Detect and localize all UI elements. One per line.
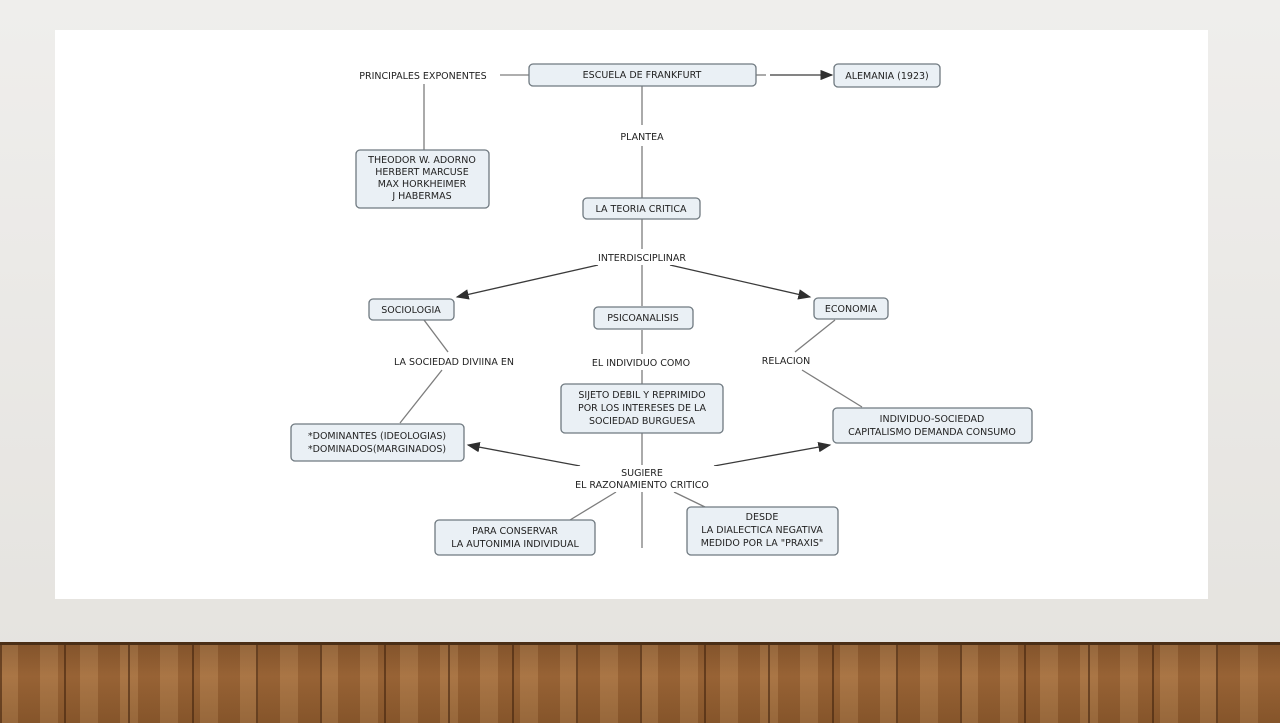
node-desde: DESDE LA DIALECTICA NEGATIVA MEDIDO POR … [686,506,839,556]
relacion-label: RELACION [762,356,810,367]
node-escuela-frankfurt: ESCUELA DE FRANKFURT [528,63,757,87]
conservar-line-1: PARA CONSERVAR [472,526,558,537]
individuo-sociedad-line-2: CAPITALISMO DEMANDA CONSUMO [848,427,1016,438]
node-sujeto: SIJETO DEBIL Y REPRIMIDO POR LOS INTERES… [560,383,724,434]
economia-text: ECONOMIA [825,304,878,315]
link-labels: PRINCIPALES EXPONENTES PLANTEA INTERDISC… [346,67,818,492]
link-label-individuo [801,369,863,408]
psicoanalisis-text: PSICOANALISIS [607,313,679,324]
link-sugiere-desde [673,491,706,508]
exponente-horkheimer: MAX HORKHEIMER [378,179,467,190]
sujeto-line-1: SIJETO DEBIL Y REPRIMIDO [578,390,705,401]
principales-exponentes-label: PRINCIPALES EXPONENTES [359,71,486,82]
dominantes-line-2: *DOMINADOS(MARGINADOS) [308,444,446,455]
teoria-critica-text: LA TEORIA CRITICA [595,204,687,215]
exponente-marcuse: HERBERT MARCUSE [375,167,468,178]
sociedad-label: LA SOCIEDAD DIVIINA EN [394,357,514,368]
node-psicoanalisis: PSICOANALISIS [593,306,694,330]
desde-line-3: MEDIDO POR LA "PRAXIS" [701,538,824,549]
connectors [399,69,863,548]
node-conservar: PARA CONSERVAR LA AUTONIMIA INDIVIDUAL [434,519,596,556]
node-individuo-sociedad: INDIVIDUO-SOCIEDAD CAPITALISMO DEMANDA C… [832,407,1033,444]
individuo-label: EL INDIVIDUO COMO [592,358,690,369]
link-label-dominantes [399,369,443,424]
individuo-sociedad-line-1: INDIVIDUO-SOCIEDAD [880,414,985,425]
sociologia-text: SOCIOLOGIA [381,305,441,316]
exponente-adorno: THEODOR W. ADORNO [367,155,476,166]
link-sociologia-label [423,319,449,353]
interdisciplinar-label: INTERDISCIPLINAR [598,253,686,264]
desde-line-1: DESDE [746,512,779,523]
link-economia-label [794,319,836,353]
sujeto-line-3: SOCIEDAD BURGUESA [589,416,696,427]
arrow-economia [669,264,812,300]
escuela-frankfurt-text: ESCUELA DE FRANKFURT [583,70,702,81]
arrow-dominantes [466,442,581,467]
arrow-individuo-sociedad [713,441,832,467]
node-exponentes: THEODOR W. ADORNO HERBERT MARCUSE MAX HO… [355,149,490,209]
plantea-label: PLANTEA [620,132,664,143]
exponente-habermas: J HABERMAS [391,191,451,202]
node-teoria-critica: LA TEORIA CRITICA [582,197,701,220]
node-sociologia: SOCIOLOGIA [368,298,455,321]
desde-line-2: LA DIALECTICA NEGATIVA [701,525,823,536]
link-sugiere-conservar [569,491,617,521]
sugiere-line-2: EL RAZONAMIENTO CRITICO [575,480,709,491]
conservar-line-2: LA AUTONIMIA INDIVIDUAL [451,539,579,550]
sugiere-line-1: SUGIERE [621,468,663,479]
node-alemania: ALEMANIA (1923) [833,63,941,88]
sujeto-line-2: POR LOS INTERESES DE LA [578,403,707,414]
wood-floor [0,642,1280,723]
dominantes-line-1: *DOMINANTES (IDEOLOGIAS) [308,431,446,442]
alemania-text: ALEMANIA (1923) [845,71,929,82]
node-economia: ECONOMIA [813,297,889,320]
arrow-sociologia [455,264,599,300]
node-dominantes: *DOMINANTES (IDEOLOGIAS) *DOMINADOS(MARG… [290,423,465,462]
